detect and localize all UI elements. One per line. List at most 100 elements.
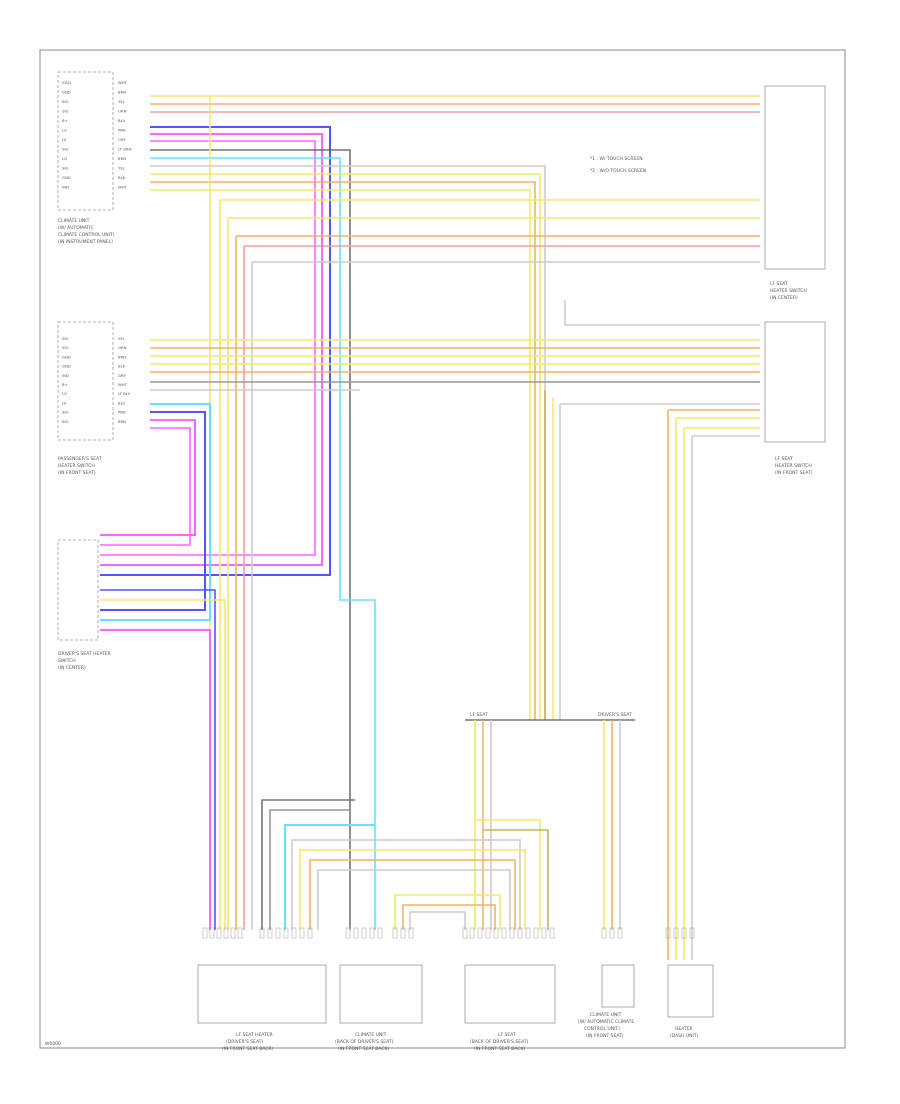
- wire-color-label: BRN: [118, 419, 126, 424]
- pin-label: SIG: [62, 336, 69, 341]
- pin-label: B+: [62, 382, 68, 387]
- wire-color-label: PNK: [118, 128, 126, 133]
- terminal: [681, 927, 687, 939]
- driver-heater-label-1: DRIVER'S SEAT HEATER: [58, 651, 111, 657]
- terminal: [689, 927, 695, 939]
- terminal: [216, 927, 222, 939]
- terminal: [673, 927, 679, 939]
- wire-color-label: LT GRN: [118, 147, 132, 152]
- right-lower-label-3: (IN FRONT SEAT): [775, 470, 813, 476]
- wire-color-label: PNK: [118, 410, 126, 415]
- bottom-label-4b: (W/ AUTOMATIC CLIMATE: [578, 1019, 634, 1025]
- bottom-label-1b: (DRIVER'S SEAT): [226, 1039, 263, 1045]
- bottom-label-2a: CLIMATE UNIT: [355, 1032, 387, 1038]
- bottom-label-1a: LF SEAT HEATER: [236, 1032, 273, 1038]
- climate-unit-label-1: CLIMATE UNIT: [58, 218, 90, 224]
- terminal: [617, 927, 623, 939]
- wire-color-label: GRY: [118, 137, 126, 142]
- diagram-frame: [39, 49, 846, 1049]
- climate-unit-label-4: (IN INSTRUMENT PANEL): [58, 239, 113, 245]
- wire-color-label: ORN: [118, 109, 127, 114]
- mid-right-box-label: DRIVER'S SEAT: [598, 712, 632, 718]
- wire-color-label: WHT: [118, 80, 128, 85]
- terminal: [609, 927, 615, 939]
- climate-unit-connector: [57, 71, 114, 211]
- pin-label: HI: [62, 400, 66, 405]
- terminal: [485, 927, 491, 939]
- climate-unit-label-3: CLIMATE CONTROL UNIT): [58, 232, 115, 238]
- bottom-label-5b: (DASH UNIT): [670, 1033, 699, 1039]
- bottom-label-1c: (IN FRONT SEAT BACK): [222, 1046, 273, 1052]
- pin-label: IND: [62, 185, 69, 190]
- terminal: [299, 927, 305, 939]
- bottom-connector-1: [197, 964, 327, 1024]
- wire-color-label: YEL: [118, 166, 126, 171]
- pin-label: LO: [62, 391, 67, 396]
- terminal: [202, 927, 208, 939]
- bottom-label-4d: (IN FRONT SEAT): [586, 1033, 624, 1039]
- terminal: [353, 927, 359, 939]
- pin-label: HI: [62, 137, 66, 142]
- terminal: [345, 927, 351, 939]
- terminal: [291, 927, 297, 939]
- driver-heater-label-2: SWITCH: [58, 658, 76, 664]
- wire-color-label: LT BLU: [118, 391, 131, 396]
- right-upper-label-2: HEATER SWITCH: [770, 288, 807, 294]
- connectors: [57, 71, 826, 1024]
- wire-color-label: BLU: [118, 118, 126, 123]
- pin-label: B+: [62, 118, 68, 123]
- bottom-label-4a: CLIMATE UNIT: [590, 1012, 622, 1018]
- terminal: [601, 927, 607, 939]
- terminal: [223, 927, 229, 939]
- terminal: [377, 927, 383, 939]
- pin-label: IGN1: [62, 80, 72, 85]
- terminal: [307, 927, 313, 939]
- terminal: [209, 927, 215, 939]
- pin-label: GND: [62, 175, 71, 180]
- pin-label: GND: [62, 364, 71, 369]
- terminal: [533, 927, 539, 939]
- driver-heater-label-3: (IN CENTER): [58, 665, 86, 671]
- wire-color-label: YEL: [118, 99, 126, 104]
- passenger-label-1: PASSENGER'S SEAT: [58, 456, 102, 462]
- wire-color-label: BRN: [118, 354, 126, 359]
- right-lower-label-2: HEATER SWITCH: [775, 463, 812, 469]
- bottom-label-4c: CONTROL UNIT): [584, 1026, 620, 1032]
- right-lower-label-1: LF SEAT: [775, 456, 793, 462]
- terminal: [469, 927, 475, 939]
- pin-label: SIG: [62, 345, 69, 350]
- connector-ticks: [202, 927, 695, 939]
- terminal: [259, 927, 265, 939]
- climate-unit-label-2: (W/ AUTOMATIC: [58, 225, 94, 231]
- bottom-label-2c: (IN FRONT SEAT BACK): [338, 1046, 389, 1052]
- pin-label: SIG: [62, 166, 69, 171]
- passenger-connector: [57, 321, 114, 441]
- terminal: [267, 927, 273, 939]
- terminal: [369, 927, 375, 939]
- pin-label: SIG: [62, 410, 69, 415]
- mid-left-box-label: LF SEAT: [470, 712, 488, 718]
- bottom-connector-3: [464, 964, 556, 1024]
- right-upper-label-1: LF SEAT: [770, 281, 788, 287]
- bottom-connector-5: [667, 964, 714, 1018]
- wire-color-label: BLU: [118, 400, 126, 405]
- bottom-label-3c: (IN FRONT SEAT BACK): [474, 1046, 525, 1052]
- pin-label: SIG: [62, 419, 69, 424]
- passenger-label-3: (IN FRONT SEAT): [58, 470, 96, 476]
- pin-label: LO: [62, 156, 67, 161]
- bottom-label-2b: (BACK OF DRIVER'S SEAT): [335, 1039, 394, 1045]
- note-line-1: *1 : W/ TOUCH SCREEN: [590, 156, 643, 162]
- terminal: [517, 927, 523, 939]
- bottom-label-5a: HEATER: [675, 1026, 693, 1032]
- wire-color-label: ORN: [118, 345, 127, 350]
- wire-color-label: BLK: [118, 364, 126, 369]
- wire-color-label: WHT: [118, 185, 128, 190]
- wire-bundle: [100, 95, 760, 960]
- terminal: [509, 927, 515, 939]
- bottom-label-3b: (BACK OF DRIVER'S SEAT): [470, 1039, 529, 1045]
- wire-color-label: YEL: [118, 336, 126, 341]
- terminal: [408, 927, 414, 939]
- terminal: [665, 927, 671, 939]
